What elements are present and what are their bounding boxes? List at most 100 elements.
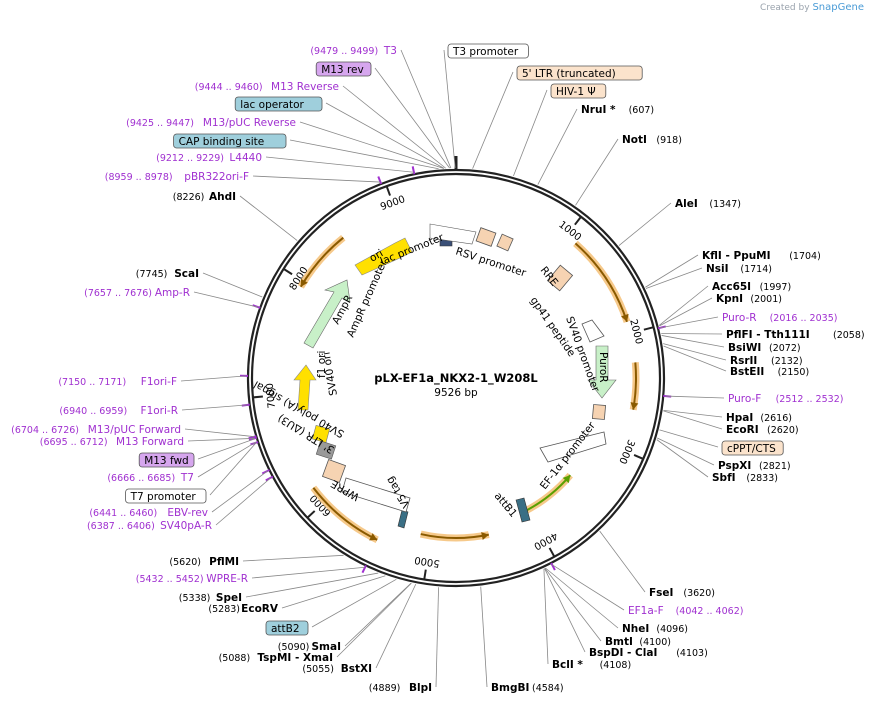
label-box	[447, 43, 529, 59]
label-pos: (7745)	[136, 269, 168, 280]
feature-v5	[321, 458, 347, 484]
label-name: M13 Reverse	[271, 81, 339, 93]
label-pos: (9479 .. 9499)	[310, 46, 378, 57]
label-name: HpaI	[726, 412, 753, 424]
label-pos: (7150 .. 7171)	[58, 377, 126, 388]
label-name: Puro-F	[728, 393, 761, 405]
left-label-8: AhdI(8226)	[173, 191, 236, 203]
right-label-5: Acc65I(1997)	[712, 281, 791, 293]
label-pos: (9212 .. 9229)	[156, 153, 224, 164]
tick-4000	[548, 547, 556, 558]
left-label-22: SpeI(5338)	[179, 592, 242, 604]
label-box	[173, 133, 287, 149]
left-label-25: SmaI(5090)	[278, 641, 341, 653]
feature-arc-1	[574, 242, 628, 323]
label-name: F1ori-F	[141, 376, 177, 388]
feature-ampr	[303, 279, 351, 349]
right-label-12: Puro-F(2512 .. 2532)	[728, 393, 843, 405]
right-label-22: BspDI - ClaI(4103)	[589, 647, 708, 659]
leader-right-4	[645, 267, 703, 289]
leader-left-13	[184, 428, 255, 438]
left-label-16: T7(6666 .. 6685)	[107, 472, 194, 484]
leader-left-25	[344, 582, 412, 647]
feature-attb1	[515, 497, 531, 523]
leader-right-5	[659, 285, 709, 326]
label-name: AleI	[675, 198, 698, 210]
left-label-4: M13/pUC Reverse(9425 .. 9447)	[126, 117, 296, 129]
label-pos: (1704)	[789, 251, 821, 262]
leader-right-21	[544, 567, 602, 642]
label-pos: (8226)	[173, 192, 205, 203]
label-name: EcoRV	[241, 603, 279, 615]
feature-puror	[587, 345, 617, 399]
right-label-2: AleI(1347)	[675, 198, 741, 210]
label-pos: (4584)	[532, 683, 564, 694]
primer-mark-8	[248, 435, 257, 440]
label-name: BmtI	[605, 636, 633, 648]
label-box	[265, 620, 309, 636]
labels-layer: NruI *(607)NotI(918)AleI(1347)KflI - Ppu…	[11, 43, 865, 694]
leader-left-18	[211, 470, 268, 513]
top-label-2: HIV-1 Ψ	[550, 83, 607, 99]
label-pos: (6387 .. 6406)	[87, 521, 155, 532]
right-label-3: KflI - PpuMI(1704)	[702, 250, 821, 262]
inner-label-rsv-promoter: RSV promoter	[454, 245, 528, 279]
tick-7000	[252, 395, 263, 399]
label-name: 5' LTR (truncated)	[522, 68, 616, 80]
label-name: Puro-R	[722, 312, 757, 324]
label-name: F1ori-R	[141, 405, 178, 417]
label-box	[315, 61, 372, 77]
label-name: ScaI	[174, 268, 199, 280]
label-box	[234, 96, 323, 112]
label-name: PflFI - Tth111I	[726, 329, 810, 341]
label-name: pBR322ori-F	[184, 171, 249, 183]
leader-right-20	[545, 567, 619, 629]
label-pos: (5055)	[302, 664, 334, 675]
feature-arc-amp-head	[300, 278, 308, 287]
tick-3000	[633, 454, 644, 460]
inner-label-sv40ori: SV40 ori	[320, 351, 339, 397]
label-name: BmgBI	[491, 682, 529, 694]
plasmid-name: pLX-EF1a_NKX2-1_W208L	[374, 371, 538, 386]
right-label-20: NheI(4096)	[622, 623, 688, 635]
left-label-13: M13/pUC Forward(6704 .. 6726)	[11, 424, 181, 436]
label-name: BspDI - ClaI	[589, 647, 657, 659]
tick-8000	[283, 268, 293, 276]
leader-left-21	[251, 566, 366, 579]
label-pos: (6704 .. 6726)	[11, 425, 79, 436]
label-pos: (918)	[656, 135, 682, 146]
right-label-10: RsrII(2132)	[730, 355, 803, 367]
primer-mark-3	[361, 565, 367, 574]
leader-left-10	[193, 291, 259, 308]
right-label-24: BmgBI(4584)	[491, 682, 564, 694]
tick-1000	[574, 216, 582, 226]
tick-label-4000: 4000	[532, 530, 560, 552]
tick-label-9000: 9000	[379, 194, 407, 213]
left-label-1: M13 rev	[315, 61, 372, 77]
label-name: FseI	[649, 587, 673, 599]
leader-left-26	[336, 582, 412, 658]
tick-label-7000: 7000	[265, 382, 278, 408]
feature-f1ori	[293, 364, 317, 411]
feature-attb2	[397, 509, 409, 529]
label-pos: (5620)	[169, 557, 201, 568]
primer-mark-13	[411, 166, 416, 175]
label-name: M13 Forward	[116, 436, 184, 448]
primer-mark-7	[248, 436, 258, 441]
label-name: EcoRI	[726, 424, 759, 436]
label-name: SmaI	[312, 641, 342, 653]
feature-sv40p	[581, 319, 605, 343]
leader-right-23	[543, 568, 549, 665]
left-label-14: M13 Forward(6695 .. 6712)	[40, 436, 184, 448]
leader-top-2	[513, 89, 548, 177]
features-layer	[293, 223, 640, 543]
right-label-0: NruI *(607)	[581, 104, 654, 116]
label-pos: (607)	[629, 105, 655, 116]
label-pos: (4108)	[600, 660, 632, 671]
left-label-2: M13 Reverse(9444 .. 9460)	[195, 81, 339, 93]
right-label-16: PspXI(2821)	[718, 460, 791, 472]
leader-left-23	[281, 575, 386, 609]
leader-right-3	[645, 254, 699, 288]
feature-arc-wpre-head	[369, 533, 378, 541]
left-label-9: ScaI (7745)	[136, 268, 199, 280]
